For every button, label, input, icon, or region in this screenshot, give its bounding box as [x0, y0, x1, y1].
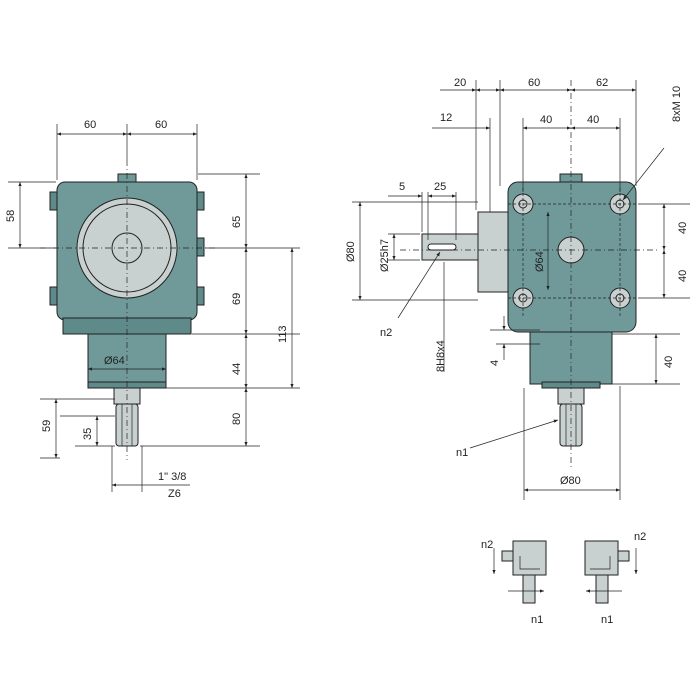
side-dim-4: 4	[489, 360, 501, 366]
front-dim-113: 113	[277, 325, 289, 343]
side-view: 20 60 62 12 40 40 8xM 10 5 25 Ø80	[345, 77, 690, 500]
rot-right-n1: n1	[601, 614, 613, 626]
side-dim-12: 12	[440, 112, 452, 124]
side-dim-40-upper: 40	[677, 222, 689, 234]
side-dim-d80-bottom: Ø80	[560, 475, 581, 487]
front-spline-size: 1" 3/8	[158, 471, 186, 483]
side-key-spec: 8H8x4	[435, 340, 447, 372]
side-dim-d80-left: Ø80	[345, 241, 357, 262]
rot-left-input-shaft	[501, 550, 514, 562]
front-dim-69: 69	[231, 293, 243, 305]
side-bolt-spec: 8xM 10	[671, 86, 683, 122]
rot-left-n2: n2	[481, 539, 493, 551]
front-dim-diameter: Ø64	[104, 355, 125, 367]
rot-right-body	[584, 540, 619, 576]
front-dim-width-right: 60	[155, 119, 167, 131]
side-dim-20: 20	[454, 77, 466, 89]
front-dim-44: 44	[231, 363, 243, 375]
front-dim-80: 80	[231, 413, 243, 425]
side-dim-40-right: 40	[587, 114, 599, 126]
rot-right-input-shaft	[617, 550, 630, 562]
rot-left-n1: n1	[531, 614, 543, 626]
rotation-diagram-right: n2 n1	[584, 531, 646, 626]
rot-right-output-shaft	[595, 574, 609, 604]
watermark-subtitle: Landtechnik	[30, 333, 372, 398]
side-adapter-plate	[477, 211, 509, 293]
front-dim-35: 35	[82, 428, 94, 440]
side-dim-5: 5	[399, 181, 405, 193]
side-dim-40-bottom: 40	[663, 356, 675, 368]
front-dim-59: 59	[41, 420, 53, 432]
side-dim-62: 62	[596, 77, 608, 89]
rotation-diagram-left: n2 n1	[481, 539, 547, 626]
side-dim-d25: Ø25h7	[379, 239, 391, 272]
front-spline-teeth: Z6	[168, 488, 181, 500]
front-dim-width-left: 60	[84, 119, 96, 131]
side-dim-60: 60	[528, 77, 540, 89]
rot-left-body	[512, 540, 547, 576]
rot-left-output-shaft	[522, 574, 536, 604]
side-label-n1: n1	[456, 447, 468, 459]
front-view: 60 60 58 65 69 44 80 113 Ø64 59 35	[5, 119, 300, 500]
front-dim-58: 58	[5, 210, 17, 222]
side-label-n2: n2	[380, 327, 392, 339]
front-dim-65: 65	[231, 216, 243, 228]
side-dim-25: 25	[434, 181, 446, 193]
side-dim-40-left: 40	[540, 114, 552, 126]
side-dim-40-lower: 40	[677, 270, 689, 282]
side-dim-d64: Ø64	[534, 251, 546, 272]
side-keyway	[427, 243, 457, 251]
rot-right-n2: n2	[634, 531, 646, 543]
